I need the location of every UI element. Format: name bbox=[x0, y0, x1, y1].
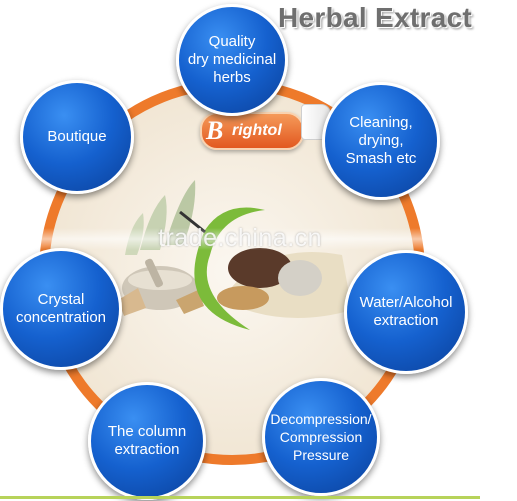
page-title: Herbal Extract bbox=[278, 2, 473, 33]
herb-bowl bbox=[118, 258, 204, 316]
step-quality-herbs: Quality dry medicinal herbs bbox=[176, 4, 288, 116]
step-label: Cleaning, drying, Smash etc bbox=[345, 114, 417, 167]
step-label: The column extraction bbox=[107, 423, 187, 458]
logo-letter: B bbox=[206, 116, 224, 145]
step-extraction: Water/Alcohol extraction bbox=[344, 250, 468, 374]
logo-text: rightol bbox=[232, 122, 282, 139]
step-cleaning: Cleaning, drying, Smash etc bbox=[322, 82, 440, 200]
step-decompression: Decompression/ Compression Pressure bbox=[262, 378, 380, 496]
step-boutique: Boutique bbox=[20, 80, 134, 194]
step-label: Crystal concentration bbox=[15, 291, 107, 326]
herb-board bbox=[179, 207, 352, 330]
watermark-text: trade.china.cn bbox=[158, 224, 323, 252]
step-label: Decompression/ Compression Pressure bbox=[270, 411, 372, 463]
step-label: Boutique bbox=[47, 128, 107, 145]
bottom-divider bbox=[0, 496, 480, 499]
watermark-band bbox=[0, 228, 517, 250]
step-crystal-concentration: Crystal concentration bbox=[0, 248, 122, 370]
step-label: Quality dry medicinal herbs bbox=[187, 33, 277, 86]
step-column-extraction: The column extraction bbox=[88, 382, 206, 500]
brightol-logo: B rightol bbox=[200, 112, 304, 150]
step-label: Water/Alcohol extraction bbox=[359, 294, 453, 329]
